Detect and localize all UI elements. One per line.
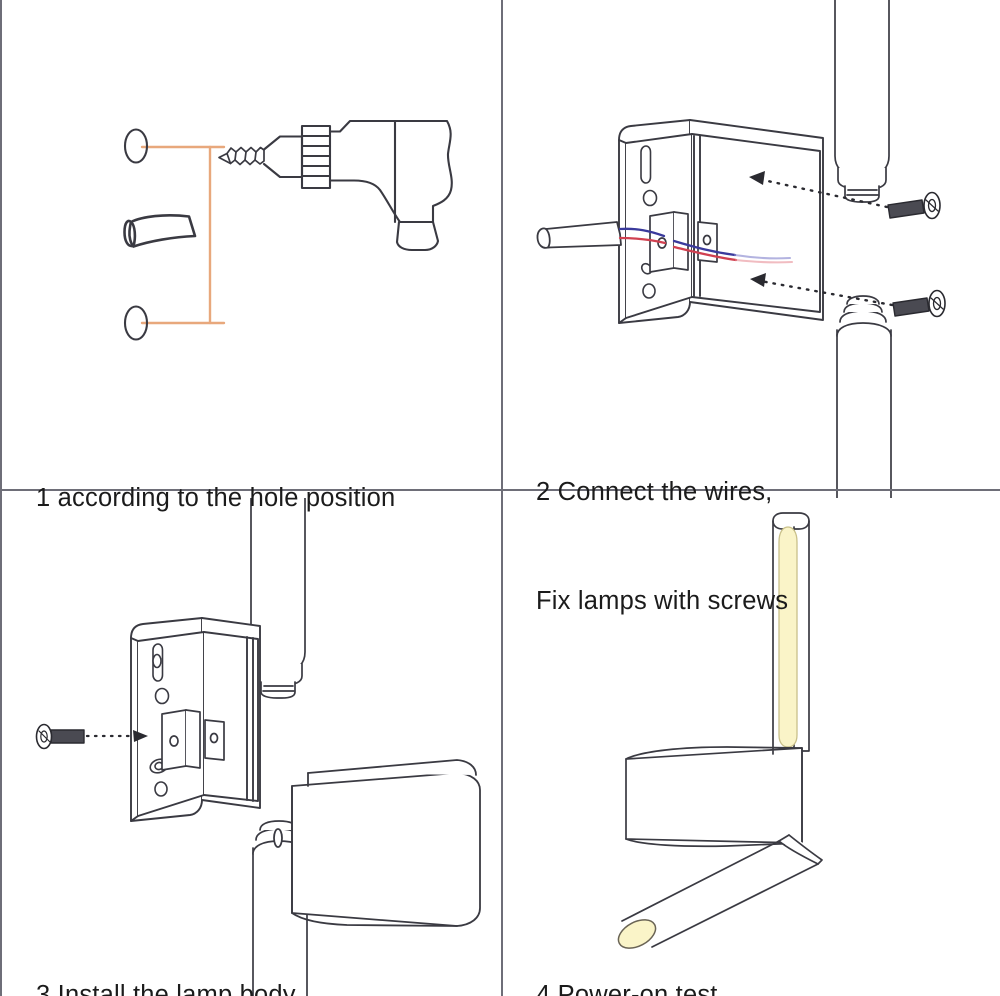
upper-arrow-head <box>749 171 765 185</box>
lamp-housing-box <box>625 746 803 848</box>
step-panel-1 <box>2 0 502 498</box>
step-3-illustration <box>35 498 481 996</box>
screw-arrow-head <box>133 730 148 742</box>
panel-divider-horizontal <box>2 489 1000 491</box>
upper-arrow <box>752 176 889 209</box>
reading-light-arm <box>617 834 824 949</box>
step-4-caption-line-1: 4 Power-on test, <box>536 981 725 996</box>
drill-bit <box>218 146 265 166</box>
vertical-pole-bottom <box>836 295 892 498</box>
blue-wire-fade <box>733 253 792 260</box>
upper-mounting-hole <box>123 128 149 164</box>
step-1-illustration <box>123 119 453 341</box>
lamp-body-cover <box>273 759 481 927</box>
red-wire <box>618 236 738 262</box>
side-screw <box>35 723 85 750</box>
step-3-caption-line-1: 3 Install the lamp body, <box>36 981 302 996</box>
step-2-caption-line-1: 2 Connect the wires, <box>536 478 773 507</box>
wire-connector <box>536 221 622 249</box>
lamp-body-vent <box>273 828 283 848</box>
lower-screw <box>892 289 946 318</box>
drill-body <box>328 119 453 224</box>
step-2-caption-line-2: Fix lamps with screws <box>536 587 789 616</box>
step-2-caption: 2 Connect the wires, Fix lamps with scre… <box>536 402 788 692</box>
bracket-slots <box>640 145 658 299</box>
upper-screw <box>887 191 941 220</box>
wall-anchor-plug <box>123 214 197 248</box>
vertical-pole-top <box>834 0 890 203</box>
step-3-caption: 3 Install the lamp body, Fix with screws <box>36 905 301 996</box>
reading-light-glow <box>617 919 657 949</box>
orange-dimension-line <box>140 145 226 325</box>
step-2-illustration <box>536 0 946 498</box>
lower-mounting-hole <box>123 305 149 341</box>
blue-wire <box>618 227 737 257</box>
red-wire-fade <box>734 258 794 264</box>
bracket-terminal-block <box>161 709 225 771</box>
installed-screw-upper <box>152 653 162 669</box>
step-panel-3 <box>2 498 502 996</box>
drill-battery <box>395 220 440 252</box>
lower-arrow <box>753 278 894 307</box>
drill-chuck-cone <box>262 135 304 179</box>
step-4-caption: 4 Power-on test, The installation is com… <box>536 905 849 996</box>
lower-arrow-head <box>750 273 766 287</box>
step-4-illustration <box>617 512 824 949</box>
panel-divider-vertical <box>501 0 503 996</box>
led-strip-lit <box>778 526 798 748</box>
step-1-caption: 1 according to the hole position <box>36 408 395 589</box>
vertical-pole-top <box>250 498 306 699</box>
step-panel-2 <box>502 0 1000 498</box>
step-panel-4 <box>502 498 1000 996</box>
step-1-caption-line-1: 1 according to the hole position <box>36 484 396 513</box>
drill-chuck-collar <box>300 124 332 190</box>
